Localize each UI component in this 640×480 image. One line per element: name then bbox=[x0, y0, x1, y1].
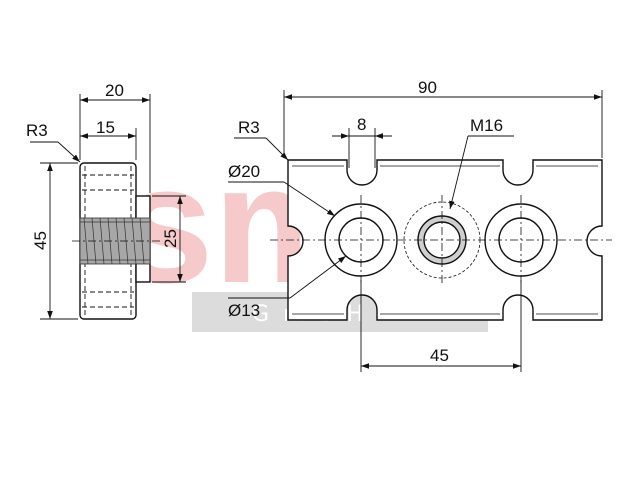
side-view bbox=[72, 162, 160, 320]
front-bore-diameter-label: Ø13 bbox=[228, 301, 260, 320]
side-thread-length-label: 25 bbox=[161, 229, 180, 248]
front-dimensions bbox=[228, 90, 603, 372]
front-radius-label: R3 bbox=[238, 118, 260, 137]
side-width-total-label: 20 bbox=[105, 81, 124, 100]
front-inner-outline bbox=[292, 165, 598, 315]
side-height-label: 45 bbox=[31, 231, 50, 250]
front-length-label: 90 bbox=[418, 78, 437, 97]
front-thread-label: M16 bbox=[470, 116, 503, 135]
side-width-body-label: 15 bbox=[96, 118, 115, 137]
side-radius-label: R3 bbox=[26, 121, 48, 140]
front-centerlines bbox=[270, 195, 612, 285]
side-dimensions bbox=[30, 94, 186, 320]
front-view bbox=[270, 159, 612, 321]
front-hole-spacing-label: 45 bbox=[430, 346, 449, 365]
front-outer-diameter-label: Ø20 bbox=[228, 162, 260, 181]
front-slot-width-label: 8 bbox=[357, 115, 366, 134]
